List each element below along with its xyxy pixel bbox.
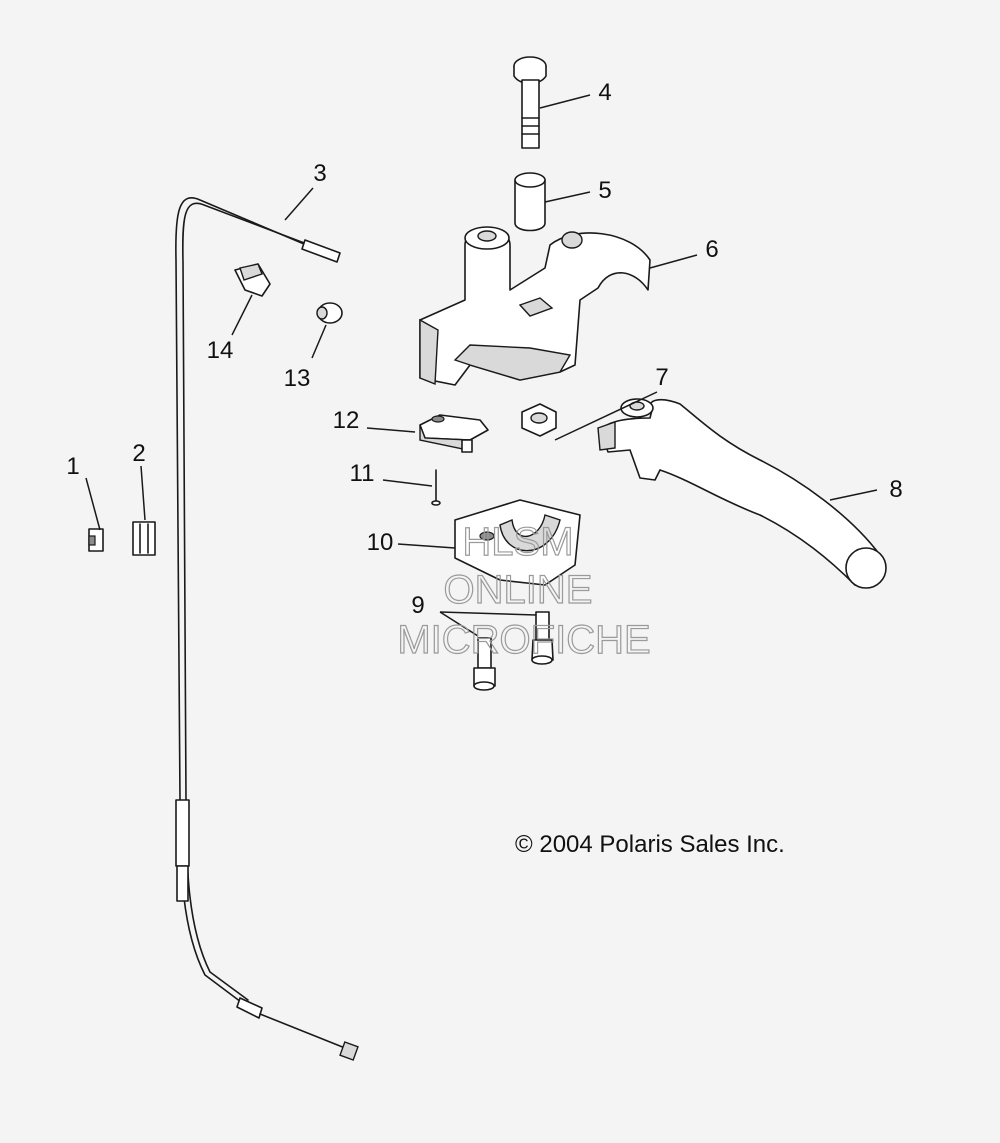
callouts: 1 2 3 4 5 6 7 8 9 10 11 12 13 14 bbox=[66, 79, 902, 619]
part-10-clamp bbox=[454, 499, 581, 586]
part-4-bolt bbox=[513, 56, 547, 149]
part-11-screw bbox=[431, 469, 441, 506]
leader-lines bbox=[85, 94, 878, 637]
part-6-housing bbox=[419, 226, 651, 386]
watermark: HLSM ONLINE MICROFICHE bbox=[397, 519, 652, 662]
callout-8: 8 bbox=[889, 476, 902, 503]
callout-2: 2 bbox=[132, 440, 145, 467]
callout-11: 11 bbox=[350, 460, 375, 487]
part-12-switch bbox=[419, 414, 489, 453]
watermark-line-1: HLSM bbox=[462, 520, 573, 564]
part-9-bolts bbox=[473, 611, 554, 691]
callout-6: 6 bbox=[705, 236, 718, 263]
part-5-bushing bbox=[514, 172, 546, 232]
callout-13: 13 bbox=[284, 365, 311, 392]
callout-1: 1 bbox=[66, 453, 79, 480]
callout-10: 10 bbox=[367, 529, 394, 556]
watermark-line-2: ONLINE bbox=[444, 568, 593, 612]
copyright-notice: © 2004 Polaris Sales Inc. bbox=[515, 831, 785, 858]
part-1-clip bbox=[88, 528, 104, 552]
callout-14: 14 bbox=[207, 337, 234, 364]
callout-7: 7 bbox=[655, 364, 668, 391]
part-8-lever bbox=[597, 398, 887, 589]
callout-4: 4 bbox=[598, 79, 611, 106]
part-7-nut bbox=[521, 403, 557, 437]
callout-12: 12 bbox=[333, 407, 360, 434]
part-2-sleeve bbox=[132, 521, 156, 556]
part-13-ferrule bbox=[316, 302, 343, 324]
part-3-cable bbox=[175, 197, 359, 1061]
callout-3: 3 bbox=[313, 160, 326, 187]
callout-9: 9 bbox=[411, 592, 424, 619]
callout-5: 5 bbox=[598, 177, 611, 204]
watermark-line-3: MICROFICHE bbox=[397, 618, 650, 662]
part-14-clip bbox=[234, 263, 271, 297]
